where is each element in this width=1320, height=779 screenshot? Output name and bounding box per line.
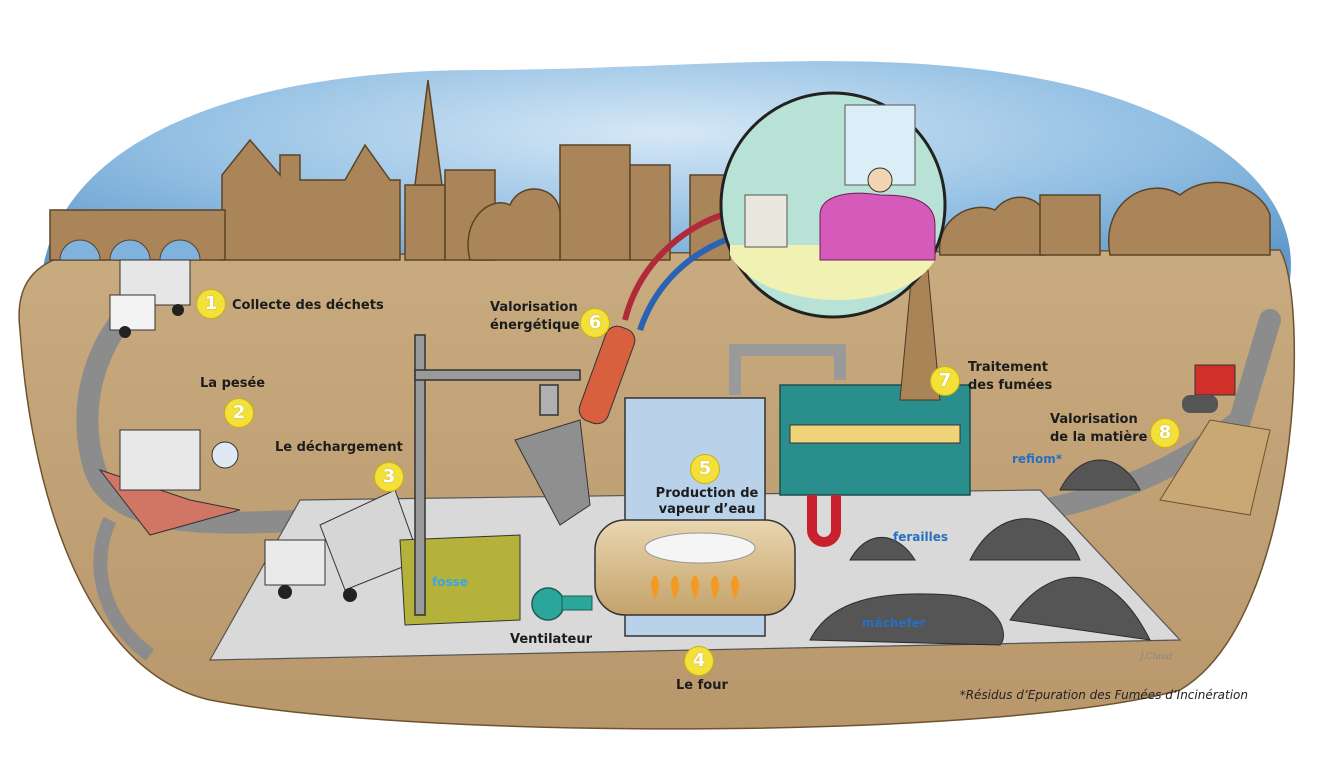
- step-2-badge: 2: [224, 398, 254, 428]
- step-7-badge: 7: [930, 366, 960, 396]
- scale-gauge-icon: [211, 441, 239, 469]
- road-roller: [1159, 364, 1271, 516]
- weighbridge: [98, 429, 241, 536]
- fan-icon: [531, 587, 593, 621]
- flue-gas-treatment: [779, 269, 971, 496]
- bridge: [49, 209, 226, 261]
- step-8-badge: 8: [1150, 418, 1180, 448]
- crane: [414, 334, 581, 616]
- artist-signature: J.Claud: [1140, 652, 1173, 662]
- living-room-inset: [719, 91, 947, 319]
- step-4-label: Le four: [676, 678, 728, 693]
- step-5-label-line2: vapeur d’eau: [658, 502, 756, 517]
- step-4-badge: 4: [684, 646, 714, 676]
- footnote: *Résidus d’Epuration des Fumées d’Inciné…: [959, 688, 1248, 702]
- step-6-label-line1: Valorisation: [490, 300, 578, 315]
- slag-piles: [809, 459, 1151, 646]
- step-8-label-line1: Valorisation: [1050, 412, 1138, 427]
- step-7-label-line2: des fumées: [968, 378, 1053, 393]
- slag-label: mâchefer: [862, 616, 926, 630]
- step-8-label-line2: de la matière: [1050, 430, 1148, 445]
- incinerator-oven: [594, 519, 796, 616]
- dump-truck: [264, 489, 421, 602]
- heat-exchanger: [578, 325, 636, 425]
- pit-label: fosse: [432, 575, 468, 589]
- step-3-label: Le déchargement: [275, 440, 403, 455]
- step-5-badge: 5: [690, 454, 720, 484]
- step-2-label: La pesée: [200, 376, 266, 391]
- hopper: [514, 419, 591, 526]
- step-1-badge: 1: [196, 289, 226, 319]
- garbage-truck-collect: [109, 259, 191, 338]
- step-5-label-line1: Production de: [655, 486, 759, 501]
- town-skyline: [221, 79, 1271, 261]
- step-1-label: Collecte des déchets: [232, 298, 384, 313]
- step-3-badge: 3: [374, 462, 404, 492]
- fan-label: Ventilateur: [510, 632, 593, 647]
- step-6-badge: 6: [580, 308, 610, 338]
- waste-pit: [399, 534, 521, 626]
- step-7-label-line1: Traitement: [968, 360, 1048, 375]
- magnet-icon: [807, 495, 841, 547]
- step-6-label-line2: énergétique: [490, 318, 580, 333]
- refiom-label: refiom*: [1012, 452, 1062, 466]
- scrap-metal-label: ferailles: [893, 530, 948, 544]
